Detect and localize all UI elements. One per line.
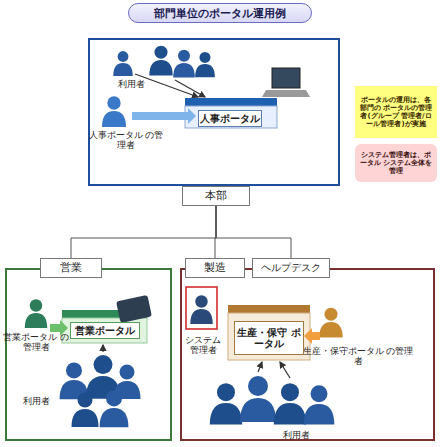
user-icon [240,376,276,422]
figure-label: 営業ポータル の管理者 [3,332,69,352]
note-box: システム管理者は、ポータル システム全体を管理 [355,144,437,182]
user-icon [210,383,242,424]
org-box: 製造 [185,258,245,278]
box-label: 営業 [60,262,82,275]
figure-label: 生産・保守ポータル の管理者 [300,346,416,366]
user-icon [100,390,129,427]
user-icon [274,383,306,424]
figure-label: 利用者 [106,79,156,90]
portal-box: 営業ポータル [70,322,140,339]
user-icon [149,46,172,76]
box-label: 人事ポータル [200,113,260,125]
user-arrow [280,362,290,378]
sysadmin-frame [186,287,217,329]
box-label: 本部 [205,190,227,203]
org-box: 営業 [40,258,102,278]
portal-box: 人事ポータル [198,110,262,127]
tree-trunk [216,206,217,238]
box-label: 製造 [204,262,226,275]
user-icon [173,50,195,78]
box-label: システム管理者は、ポータル システム全体を管理 [358,151,434,175]
tree-connector [215,206,216,258]
user-icon [195,52,215,77]
figure-label: 人事ポータル の管理者 [86,130,166,150]
note-box: ポータルの運用は、各部門の ポータルの管理者(グループ 管理者/ロール管理者)が… [355,86,437,138]
title-pill: 部門単位のポータル運用例 [128,3,312,23]
portal-box: 生産・保守 ポータル [234,321,304,355]
figure-label: 利用者 [274,430,318,441]
org-box: ヘルプデスク [252,258,330,278]
box-label: ヘルプデスク [261,262,321,274]
box-label: 営業ポータル [75,325,135,337]
portal-window-bar [185,98,277,106]
tablet-icon [116,295,152,323]
tree-connector [71,206,216,258]
box-label: ポータルの運用は、各部門の ポータルの管理者(グループ 管理者/ロール管理者)が… [358,96,434,128]
portal-window [228,313,310,360]
user-icon [304,385,335,424]
portal-window [185,106,277,128]
admin-arrow [132,108,196,124]
user-arrow [258,362,262,372]
department-area: 営業ポータル の管理者利用者 営業ポータル [5,268,172,441]
tree-connector [216,206,291,258]
user-icon [113,51,133,76]
user-icon [72,393,99,428]
laptop-screen [272,68,300,88]
portal-window [62,318,147,343]
org-box: 本部 [182,186,250,206]
sysadmin-icon [190,295,213,324]
box-label: 生産・保守 ポータル [235,327,303,350]
figure-label: システム 管理者 [180,335,226,355]
department-area: 利用者人事ポータル の管理者 人事ポータル [88,38,340,186]
admin-icon [102,96,126,127]
laptop-base [262,90,310,97]
admin-arrow [304,328,320,344]
admin-icon [319,308,342,338]
admin-icon [25,299,48,328]
portal-window-bar [228,305,310,313]
user-arrow [102,345,103,352]
department-area: システム 管理者生産・保守ポータル の管理者利用者 生産・保守 ポータル [180,268,435,441]
figure-label: 利用者 [14,396,58,407]
